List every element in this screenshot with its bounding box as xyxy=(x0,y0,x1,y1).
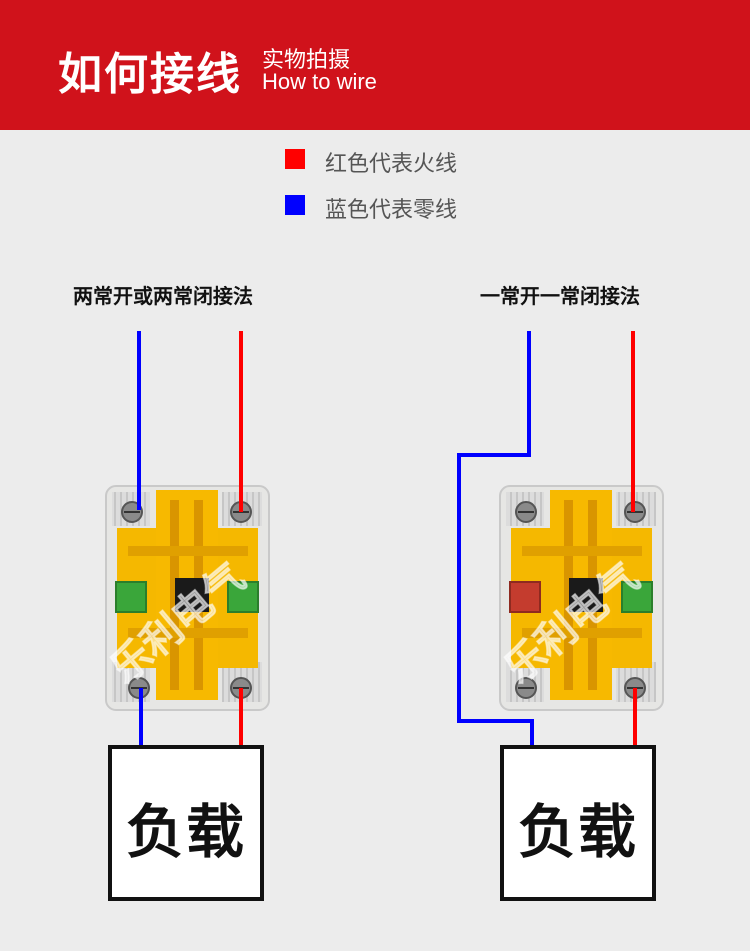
left-load-label: 负载 xyxy=(125,798,246,866)
screw-icon xyxy=(515,501,537,523)
left-load-box: 负载 xyxy=(108,745,264,901)
green-button-icon xyxy=(115,581,147,613)
page-title: 如何接线 xyxy=(58,49,242,100)
right-load-label: 负载 xyxy=(517,798,638,866)
right-neutral-wire xyxy=(457,331,534,747)
page-subtitle-cn: 实物拍摄 xyxy=(262,48,351,73)
left-method-title: 两常开或两常闭接法 xyxy=(73,284,253,308)
screw-icon xyxy=(515,677,537,699)
legend-live-label: 红色代表火线 xyxy=(325,152,458,177)
page-subtitle-en: How to wire xyxy=(262,69,377,94)
red-swatch-icon xyxy=(285,149,305,169)
blue-swatch-icon xyxy=(285,195,305,215)
header-banner: 如何接线 实物拍摄 How to wire xyxy=(0,0,750,130)
left-contact-block xyxy=(105,485,270,711)
legend-neutral-label: 蓝色代表零线 xyxy=(325,198,458,223)
green-button-icon xyxy=(621,581,653,613)
right-contact-block xyxy=(499,485,664,711)
red-button-icon xyxy=(509,581,541,613)
right-method-title: 一常开一常闭接法 xyxy=(480,284,640,308)
green-button-icon xyxy=(227,581,259,613)
right-load-box: 负载 xyxy=(500,745,656,901)
